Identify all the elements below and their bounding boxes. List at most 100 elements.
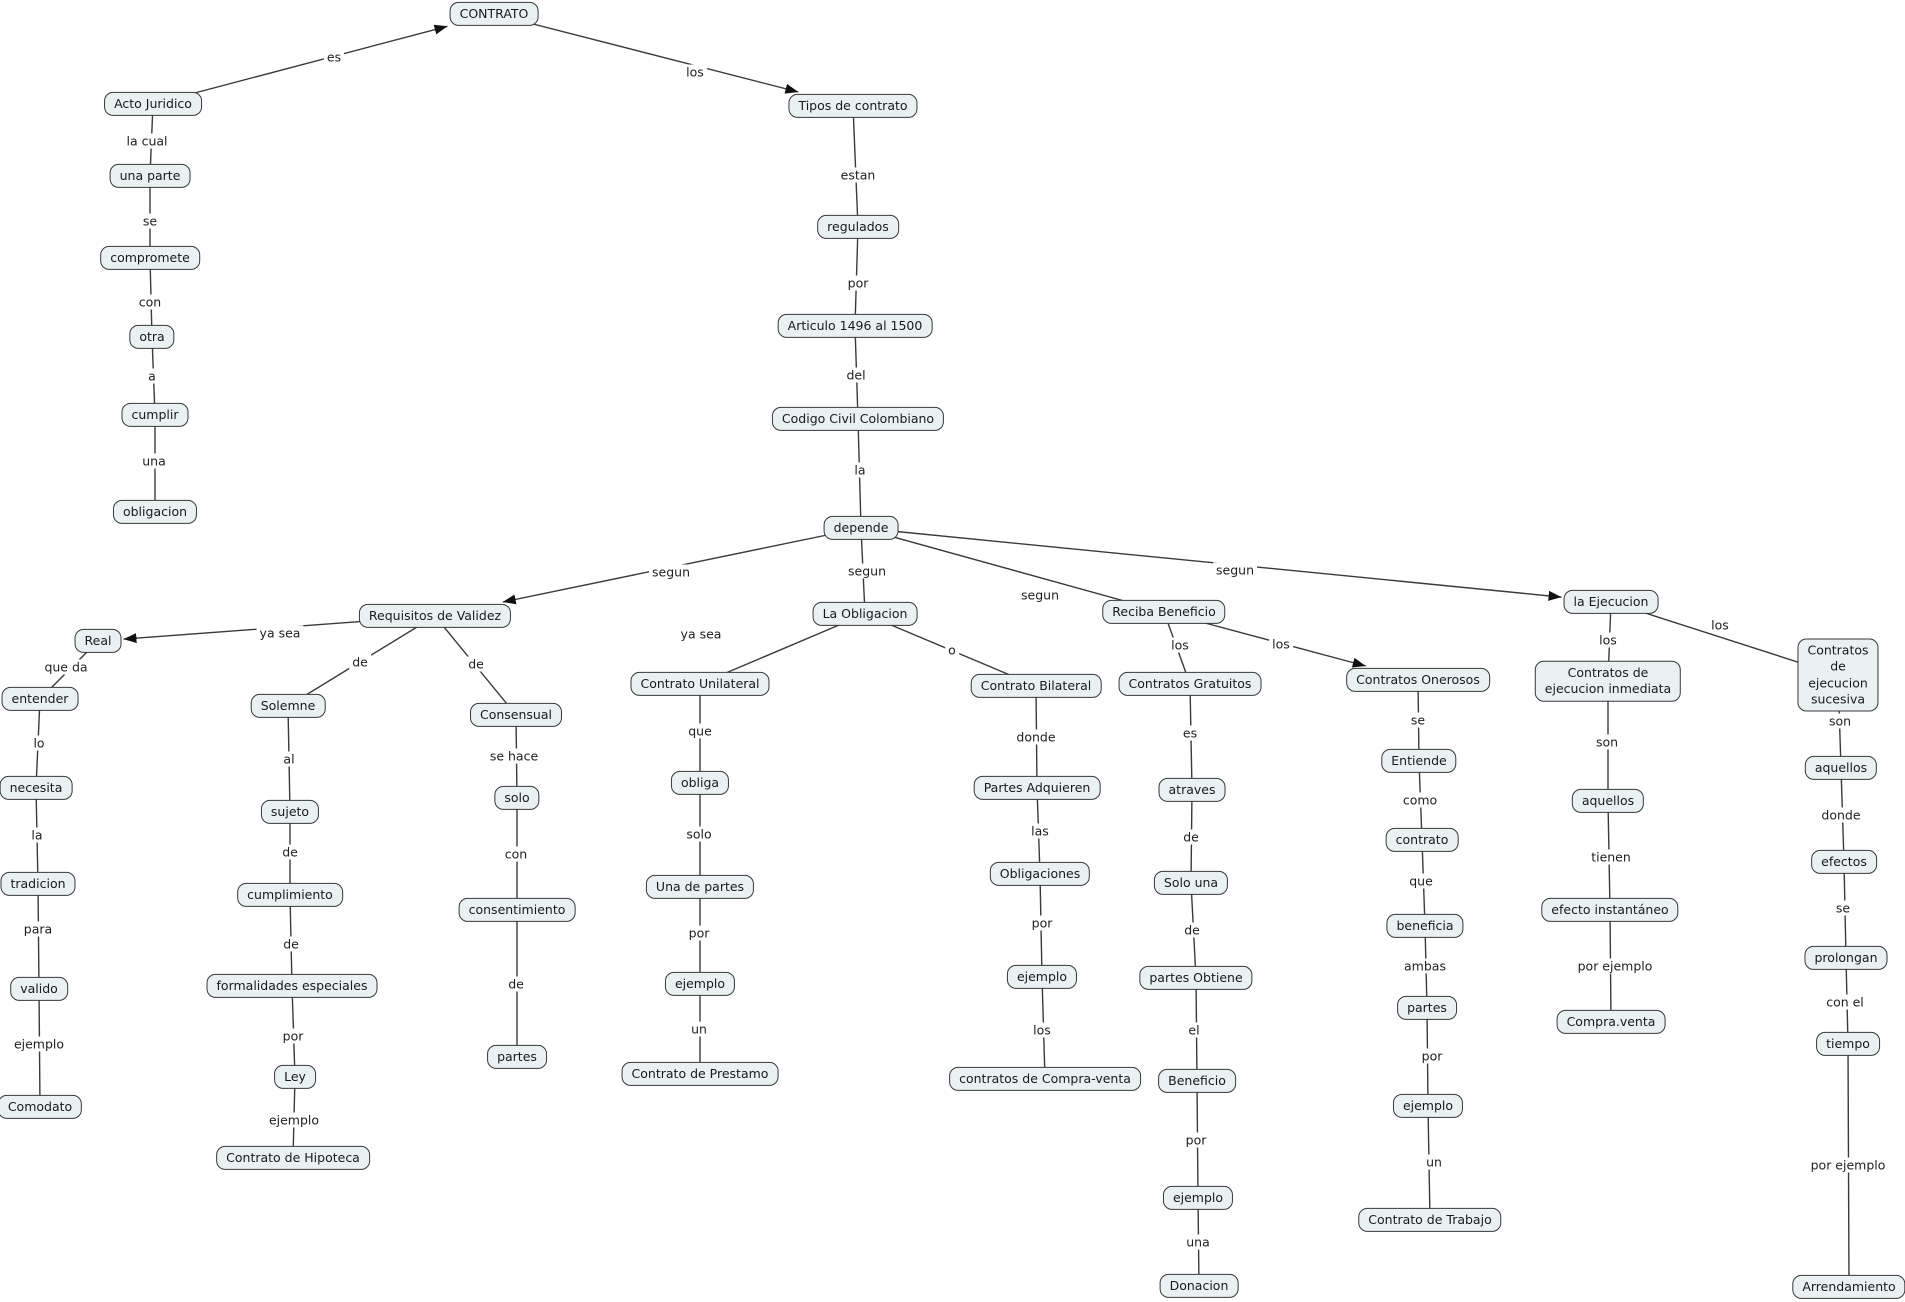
concept-node-contrato-bilateral[interactable]: Contrato Bilateral: [970, 673, 1102, 699]
link-label[interactable]: que: [1406, 873, 1436, 889]
link-label[interactable]: una: [139, 453, 169, 469]
concept-node-beneficio[interactable]: Beneficio: [1158, 1068, 1236, 1094]
concept-node-partes-adquieren[interactable]: Partes Adquieren: [973, 775, 1101, 801]
link-label[interactable]: de: [279, 844, 301, 860]
concept-node-contratos-compra-venta[interactable]: contratos de Compra-venta: [949, 1066, 1141, 1092]
link-label[interactable]: solo: [683, 826, 715, 842]
concept-node-efectos[interactable]: efectos: [1811, 849, 1877, 875]
link-label[interactable]: por: [1028, 915, 1056, 931]
link-label[interactable]: los: [1596, 632, 1620, 648]
link-label[interactable]: las: [1028, 823, 1052, 839]
link-label[interactable]: lo: [30, 735, 48, 751]
concept-node-solo-una[interactable]: Solo una: [1153, 870, 1229, 896]
link-label[interactable]: donde: [1013, 729, 1059, 745]
link-label[interactable]: de: [349, 654, 371, 670]
concept-node-partes-obtiene[interactable]: partes Obtiene: [1139, 965, 1253, 991]
concept-node-una-de-partes[interactable]: Una de partes: [645, 874, 755, 900]
link-label[interactable]: por ejemplo: [1574, 958, 1656, 974]
link-label[interactable]: ejemplo: [10, 1036, 68, 1052]
concept-node-regulados[interactable]: regulados: [817, 214, 899, 240]
concept-node-la-obligacion[interactable]: La Obligacion: [812, 601, 918, 627]
link-label[interactable]: por: [685, 925, 713, 941]
concept-node-una-parte[interactable]: una parte: [109, 163, 191, 189]
link-label[interactable]: un: [1423, 1154, 1445, 1170]
concept-node-donacion[interactable]: Donacion: [1159, 1273, 1239, 1299]
link-label[interactable]: los: [1030, 1022, 1054, 1038]
link-label[interactable]: por ejemplo: [1807, 1157, 1889, 1173]
link-label[interactable]: ya sea: [256, 625, 304, 641]
concept-node-real[interactable]: Real: [74, 628, 122, 654]
concept-node-la-ejecucion[interactable]: la Ejecucion: [1563, 589, 1659, 615]
link-label[interactable]: un: [688, 1021, 710, 1037]
link-label[interactable]: de: [505, 976, 527, 992]
link-label[interactable]: el: [1185, 1022, 1203, 1038]
concept-node-contrato-prestamo[interactable]: Contrato de Prestamo: [621, 1061, 779, 1087]
concept-node-atraves[interactable]: atraves: [1158, 777, 1226, 803]
link-label[interactable]: es: [1179, 725, 1201, 741]
link-label[interactable]: del: [843, 367, 869, 383]
link-label[interactable]: por: [279, 1028, 307, 1044]
link-label[interactable]: con: [501, 846, 531, 862]
concept-node-beneficia[interactable]: beneficia: [1386, 913, 1464, 939]
concept-node-codigo-civil[interactable]: Codigo Civil Colombiano: [771, 406, 945, 432]
concept-node-articulo-1496-1500[interactable]: Articulo 1496 al 1500: [777, 313, 933, 339]
concept-node-ejemplo-bilateral[interactable]: ejemplo: [1006, 964, 1078, 990]
concept-node-depende[interactable]: depende: [823, 515, 899, 541]
concept-node-cumplir[interactable]: cumplir: [121, 402, 189, 428]
link-label[interactable]: de: [1181, 922, 1203, 938]
concept-node-otra[interactable]: otra: [129, 324, 175, 350]
concept-node-acto-juridico[interactable]: Acto Juridico: [104, 91, 202, 117]
concept-node-ley[interactable]: Ley: [274, 1064, 316, 1090]
link-label[interactable]: con el: [1823, 994, 1867, 1010]
concept-node-reciba-beneficio[interactable]: Reciba Beneficio: [1102, 599, 1226, 625]
link-label[interactable]: que da: [41, 659, 91, 675]
concept-node-aquellos-sucesiva[interactable]: aquellos: [1804, 755, 1878, 781]
link-label[interactable]: de: [1180, 829, 1202, 845]
link-label[interactable]: como: [1399, 792, 1441, 808]
concept-node-aquellos-inmediata[interactable]: aquellos: [1571, 788, 1645, 814]
concept-node-contrato[interactable]: CONTRATO: [449, 1, 539, 27]
link-label[interactable]: o: [945, 642, 959, 658]
concept-node-requisitos-validez[interactable]: Requisitos de Validez: [358, 603, 512, 629]
concept-node-prolongan[interactable]: prolongan: [1804, 945, 1888, 971]
concept-node-comodato[interactable]: Comodato: [0, 1094, 83, 1120]
concept-node-ejemplo-onerosos[interactable]: ejemplo: [1392, 1093, 1464, 1119]
link-label[interactable]: la: [28, 827, 46, 843]
concept-node-compra-venta-inmediata[interactable]: Compra.venta: [1556, 1009, 1666, 1035]
link-label[interactable]: a: [145, 368, 159, 384]
concept-node-solo-consensual[interactable]: solo: [494, 785, 540, 811]
link-label[interactable]: es: [323, 49, 345, 65]
concept-node-entender[interactable]: entender: [1, 686, 79, 712]
concept-node-contratos-onerosos[interactable]: Contratos Onerosos: [1346, 667, 1490, 693]
concept-node-ejecucion-sucesiva[interactable]: Contratos de ejecucion sucesiva: [1797, 638, 1879, 712]
concept-node-ejemplo-unilateral[interactable]: ejemplo: [664, 971, 736, 997]
concept-node-consensual[interactable]: Consensual: [470, 702, 562, 728]
link-label[interactable]: los: [1269, 636, 1293, 652]
concept-node-necesita[interactable]: necesita: [0, 775, 73, 801]
link-label[interactable]: se: [1832, 900, 1854, 916]
link-label[interactable]: la: [851, 462, 869, 478]
link-label[interactable]: son: [1592, 734, 1622, 750]
link-label[interactable]: al: [280, 751, 298, 767]
link-label[interactable]: ya sea: [677, 626, 725, 642]
concept-node-valido[interactable]: valido: [10, 976, 68, 1002]
concept-node-formalidades-especiales[interactable]: formalidades especiales: [206, 973, 378, 999]
concept-node-partes-onerosos[interactable]: partes: [1397, 995, 1457, 1021]
link-label[interactable]: ejemplo: [265, 1112, 323, 1128]
concept-node-ejemplo-gratuitos[interactable]: ejemplo: [1162, 1185, 1234, 1211]
link-label[interactable]: son: [1825, 713, 1855, 729]
concept-node-partes-consensual[interactable]: partes: [487, 1044, 547, 1070]
concept-node-efecto-instantaneo[interactable]: efecto instantáneo: [1541, 897, 1679, 923]
link-label[interactable]: por: [1418, 1048, 1446, 1064]
concept-node-contrato-unilateral[interactable]: Contrato Unilateral: [630, 671, 770, 697]
link-label[interactable]: por: [1182, 1132, 1210, 1148]
link-label[interactable]: que: [685, 723, 715, 739]
link-label[interactable]: de: [280, 936, 302, 952]
concept-node-tipos-de-contrato[interactable]: Tipos de contrato: [788, 93, 918, 119]
link-label[interactable]: se hace: [486, 748, 542, 764]
link-label[interactable]: los: [1708, 617, 1732, 633]
link-label[interactable]: la cual: [123, 133, 171, 149]
link-label[interactable]: se: [139, 213, 161, 229]
concept-node-obligaciones[interactable]: Obligaciones: [989, 861, 1091, 887]
link-label[interactable]: estan: [837, 167, 879, 183]
